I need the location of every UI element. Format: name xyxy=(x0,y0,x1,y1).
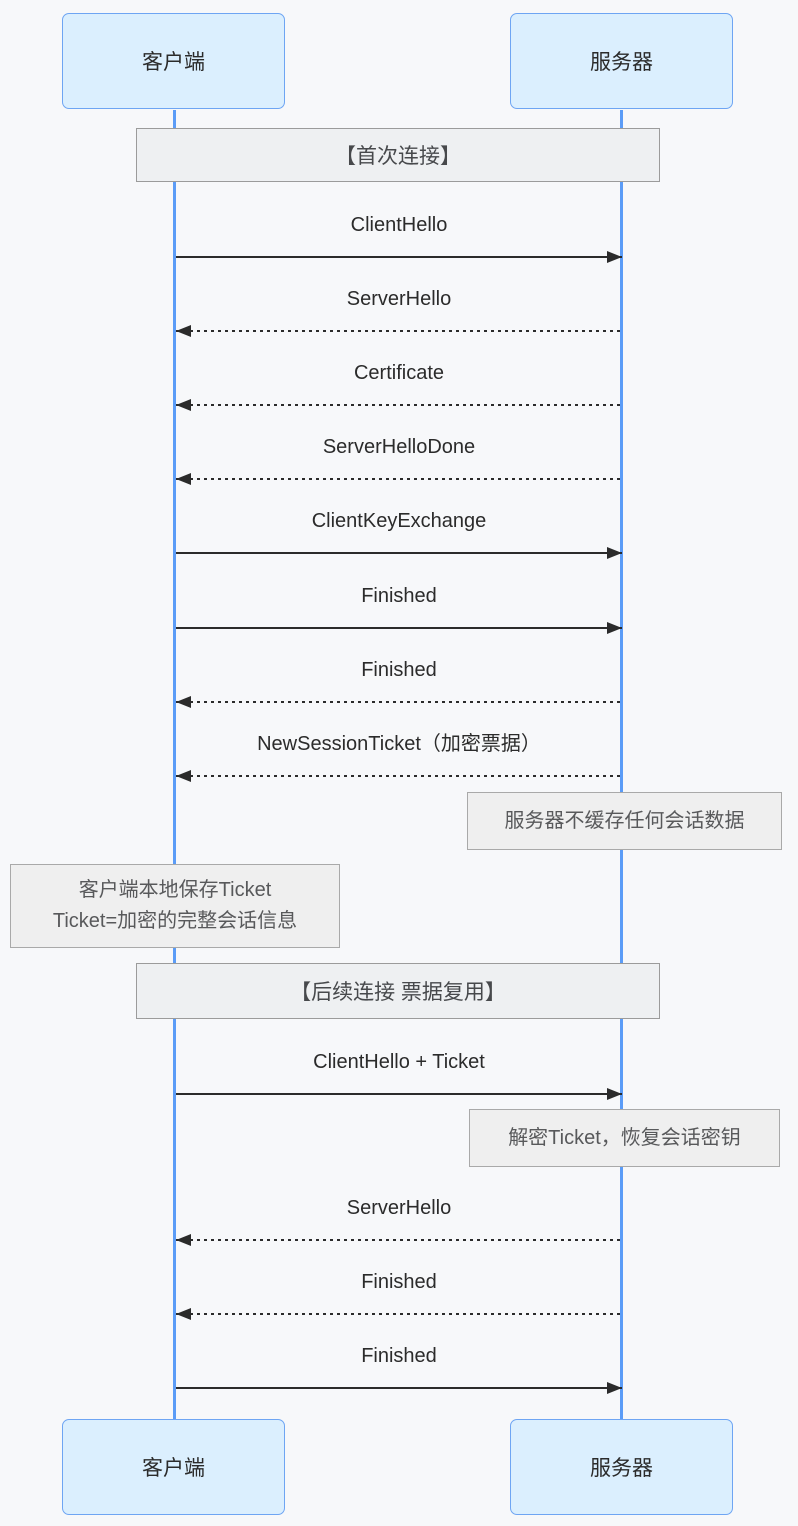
arrowhead-icon xyxy=(607,1382,622,1394)
arrow-dashed-left xyxy=(176,1234,622,1246)
note-line: 解密Ticket，恢复会话密钥 xyxy=(508,1126,741,1149)
arrow-solid-right xyxy=(176,1382,622,1394)
message-clienthello: ClientHello xyxy=(176,212,622,263)
message-clientkeyexchange: ClientKeyExchange xyxy=(176,508,622,559)
client-lifeline xyxy=(173,110,176,1419)
arrow-dashed-left xyxy=(176,325,622,337)
section-banner-first-connection: 【首次连接】 xyxy=(136,128,660,182)
message-finished-server-resume: Finished xyxy=(176,1269,622,1320)
arrowhead-icon xyxy=(607,1088,622,1100)
arrow-dashed-left xyxy=(176,1308,622,1320)
actor-server-bottom: 服务器 xyxy=(510,1419,733,1515)
message-label: Finished xyxy=(361,1271,437,1293)
message-serverhello-resume: ServerHello xyxy=(176,1195,622,1246)
section-banner-label: 【首次连接】 xyxy=(335,145,461,168)
actor-client-label: 客户端 xyxy=(142,1457,205,1480)
arrowhead-icon xyxy=(607,547,622,559)
arrowhead-icon xyxy=(176,696,191,708)
arrowhead-icon xyxy=(176,399,191,411)
actor-server-top: 服务器 xyxy=(510,13,733,109)
arrow-dashed-left xyxy=(176,399,622,411)
message-finished-client-resume: Finished xyxy=(176,1343,622,1394)
message-newsessionticket: NewSessionTicket（加密票据） xyxy=(176,731,622,782)
section-banner-label: 【后续连接 票据复用】 xyxy=(290,981,506,1004)
arrow-dashed-left xyxy=(176,473,622,485)
arrow-dashed-left xyxy=(176,770,622,782)
arrow-solid-right xyxy=(176,251,622,263)
note-server-no-cache: 服务器不缓存任何会话数据 xyxy=(467,792,782,850)
arrowhead-icon xyxy=(176,325,191,337)
arrow-solid-right xyxy=(176,1088,622,1100)
arrowhead-icon xyxy=(176,1308,191,1320)
actor-client-bottom: 客户端 xyxy=(62,1419,285,1515)
server-lifeline xyxy=(620,110,623,1419)
message-label: NewSessionTicket（加密票据） xyxy=(257,733,541,755)
message-finished-client: Finished xyxy=(176,583,622,634)
message-certificate: Certificate xyxy=(176,360,622,411)
actor-server-label: 服务器 xyxy=(590,1457,653,1480)
actor-server-label: 服务器 xyxy=(590,51,653,74)
note-line: 客户端本地保存Ticket xyxy=(78,879,272,901)
message-label: ServerHello xyxy=(346,1197,452,1219)
arrow-solid-right xyxy=(176,547,622,559)
arrowhead-icon xyxy=(176,473,191,485)
message-label: ServerHelloDone xyxy=(322,436,476,458)
message-finished-server: Finished xyxy=(176,657,622,708)
actor-client-top: 客户端 xyxy=(62,13,285,109)
note-client-stores-ticket: 客户端本地保存Ticket Ticket=加密的完整会话信息 xyxy=(10,864,340,948)
message-label: Finished xyxy=(361,1345,437,1367)
message-label: Certificate xyxy=(353,362,445,384)
message-serverhello: ServerHello xyxy=(176,286,622,337)
message-label: Finished xyxy=(361,659,437,681)
arrowhead-icon xyxy=(607,622,622,634)
note-decrypt-ticket: 解密Ticket，恢复会话密钥 xyxy=(469,1109,780,1167)
arrowhead-icon xyxy=(607,251,622,263)
message-label: ClientHello xyxy=(350,214,448,236)
message-label: ClientKeyExchange xyxy=(311,510,487,532)
arrow-solid-right xyxy=(176,622,622,634)
message-label: Finished xyxy=(361,585,437,607)
arrowhead-icon xyxy=(176,1234,191,1246)
message-clienthello-ticket: ClientHello + Ticket xyxy=(176,1049,622,1100)
message-label: ClientHello + Ticket xyxy=(313,1051,485,1073)
arrow-dashed-left xyxy=(176,696,622,708)
arrowhead-icon xyxy=(176,770,191,782)
note-line: 服务器不缓存任何会话数据 xyxy=(504,809,745,832)
note-line: Ticket=加密的完整会话信息 xyxy=(52,910,298,932)
section-banner-resume-connection: 【后续连接 票据复用】 xyxy=(136,963,660,1019)
message-label: ServerHello xyxy=(346,288,452,310)
actor-client-label: 客户端 xyxy=(142,51,205,74)
message-serverhellodone: ServerHelloDone xyxy=(176,434,622,485)
